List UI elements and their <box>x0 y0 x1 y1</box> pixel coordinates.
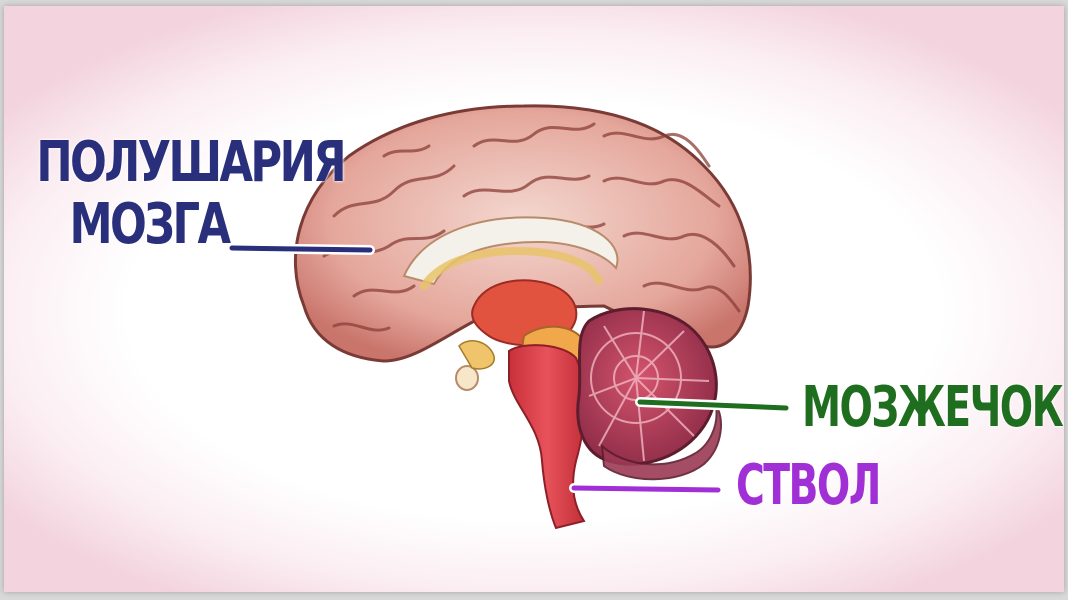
brain-sagittal-illustration <box>227 104 791 530</box>
corpus-callosum <box>402 216 619 286</box>
cerebellum-shape <box>576 307 718 466</box>
pituitary <box>455 365 479 391</box>
hypothalamus <box>458 340 495 370</box>
fornix <box>420 247 603 290</box>
label-hemispheres: ПОЛУШАРИЯ МОЗГА <box>18 130 346 257</box>
cortex-gyri <box>322 122 741 332</box>
label-brainstem: СТВОЛ <box>736 453 881 518</box>
label-cerebellum: МОЗЖЕЧОК <box>802 375 1064 440</box>
leader-line-hemispheres <box>227 243 375 255</box>
leader-line-cerebellum <box>635 397 791 413</box>
brainstem-shape <box>508 344 586 530</box>
label-hemispheres-line1: ПОЛУШАРИЯ <box>36 130 346 195</box>
diagram-card: ПОЛУШАРИЯ МОЗГА МОЗЖЕЧОК СТВОЛ <box>4 6 1064 592</box>
cerebellum-folia <box>588 310 710 462</box>
label-hemispheres-line2: МОЗГА <box>69 192 232 257</box>
leader-line-brainstem <box>569 483 723 495</box>
